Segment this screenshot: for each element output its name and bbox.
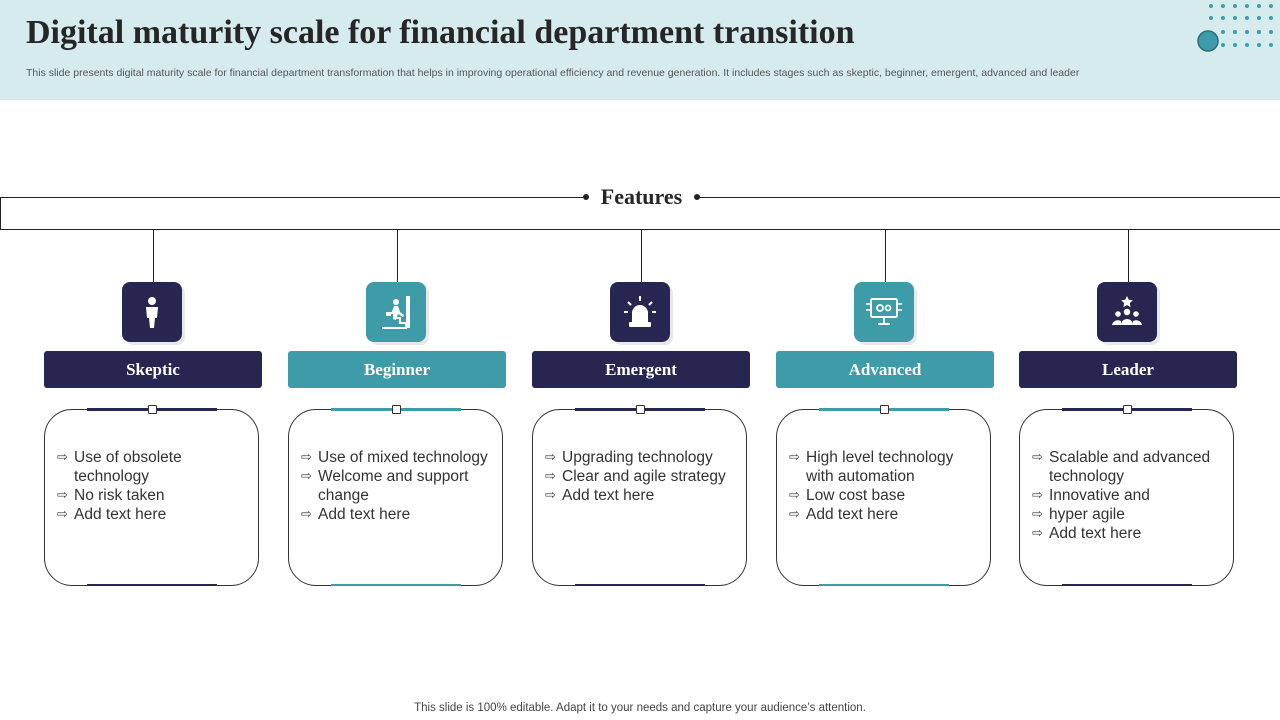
arrow-icon: ⇨ — [1032, 488, 1043, 503]
person-icon — [146, 297, 158, 328]
stage-card: ⇨Use of mixed technology ⇨Welcome and su… — [288, 405, 503, 586]
stage-leader: Leader ⇨Scalable and advanced technology… — [1019, 230, 1239, 590]
arrow-icon: ⇨ — [57, 450, 68, 465]
stage-icon-box — [122, 282, 182, 342]
card-knob — [1123, 405, 1132, 414]
stage-label: Advanced — [776, 351, 994, 388]
monitor-gears-icon — [866, 298, 902, 325]
stage-card: ⇨Use of obsolete technology ⇨No risk tak… — [44, 405, 259, 586]
arrow-icon: ⇨ — [789, 507, 800, 522]
arrow-icon: ⇨ — [545, 469, 556, 484]
arrow-icon: ⇨ — [545, 450, 556, 465]
stage-label: Beginner — [288, 351, 506, 388]
stage-label: Emergent — [532, 351, 750, 388]
features-label: Features — [600, 184, 683, 209]
features-dot-left — [583, 194, 589, 200]
list-item: ⇨Use of mixed technology — [301, 449, 488, 466]
arrow-icon: ⇨ — [1032, 526, 1043, 541]
list-item: ⇨Welcome and support change — [301, 468, 469, 504]
list-item: ⇨Upgrading technology — [545, 449, 713, 466]
connector-line — [885, 230, 886, 282]
list-item: ⇨Add text here — [1032, 525, 1142, 542]
alarm-light-icon — [624, 296, 656, 327]
feature-list: ⇨Use of obsolete technology ⇨No risk tak… — [57, 448, 252, 524]
list-item: ⇨hyper agile — [1032, 506, 1125, 523]
stage-icon-box — [366, 282, 426, 342]
card-knob — [636, 405, 645, 414]
arrow-icon: ⇨ — [301, 469, 312, 484]
list-item: ⇨Innovative and — [1032, 487, 1150, 504]
card-knob — [392, 405, 401, 414]
list-item: ⇨High level technology with automation — [789, 449, 954, 485]
feature-list: ⇨Use of mixed technology ⇨Welcome and su… — [301, 448, 496, 524]
stage-card: ⇨Scalable and advanced technology ⇨Innov… — [1019, 405, 1234, 586]
stage-card: ⇨Upgrading technology ⇨Clear and agile s… — [532, 405, 747, 586]
features-line-right — [697, 197, 1280, 198]
page-title: Digital maturity scale for financial dep… — [26, 14, 855, 51]
list-item: ⇨Use of obsolete technology — [57, 449, 182, 485]
features-frame — [0, 197, 1280, 230]
arrow-icon: ⇨ — [1032, 507, 1043, 522]
arrow-icon: ⇨ — [57, 488, 68, 503]
card-accent-bottom — [575, 584, 705, 586]
dot-pattern-decoration — [1197, 4, 1273, 52]
list-item: ⇨Scalable and advanced technology — [1032, 449, 1211, 485]
header-band — [0, 0, 1280, 100]
list-item: ⇨No risk taken — [57, 487, 165, 504]
card-accent-bottom — [819, 584, 949, 586]
stage-card: ⇨High level technology with automation ⇨… — [776, 405, 991, 586]
stage-beginner: Beginner ⇨Use of mixed technology ⇨Welco… — [288, 230, 508, 590]
feature-list: ⇨Upgrading technology ⇨Clear and agile s… — [545, 448, 740, 505]
arrow-icon: ⇨ — [545, 488, 556, 503]
climbing-stairs-icon — [382, 296, 410, 329]
card-knob — [148, 405, 157, 414]
stage-label: Leader — [1019, 351, 1237, 388]
features-line-left — [0, 197, 586, 198]
footer-note: This slide is 100% editable. Adapt it to… — [414, 702, 866, 714]
list-item: ⇨Clear and agile strategy — [545, 468, 726, 485]
arrow-icon: ⇨ — [57, 507, 68, 522]
connector-line — [153, 230, 154, 282]
connector-line — [397, 230, 398, 282]
arrow-icon: ⇨ — [1032, 450, 1043, 465]
stage-emergent: Emergent ⇨Upgrading technology ⇨Clear an… — [532, 230, 752, 590]
feature-list: ⇨Scalable and advanced technology ⇨Innov… — [1032, 448, 1227, 543]
feature-list: ⇨High level technology with automation ⇨… — [789, 448, 984, 524]
list-item: ⇨Low cost base — [789, 487, 906, 504]
stage-icon-box — [1097, 282, 1157, 342]
list-item: ⇨Add text here — [789, 506, 899, 523]
stage-label: Skeptic — [44, 351, 262, 388]
arrow-icon: ⇨ — [789, 450, 800, 465]
arrow-icon: ⇨ — [789, 488, 800, 503]
arrow-icon: ⇨ — [301, 450, 312, 465]
card-accent-bottom — [331, 584, 461, 586]
stage-skeptic: Skeptic ⇨Use of obsolete technology ⇨No … — [44, 230, 264, 590]
card-accent-bottom — [87, 584, 217, 586]
stage-icon-box — [854, 282, 914, 342]
arrow-icon: ⇨ — [301, 507, 312, 522]
card-accent-bottom — [1062, 584, 1192, 586]
features-dot-right — [694, 194, 700, 200]
list-item: ⇨Add text here — [57, 506, 167, 523]
list-item: ⇨Add text here — [545, 487, 655, 504]
page-subtitle: This slide presents digital maturity sca… — [26, 67, 1080, 79]
stage-icon-box — [610, 282, 670, 342]
stage-advanced: Advanced ⇨High level technology with aut… — [776, 230, 996, 590]
card-knob — [880, 405, 889, 414]
team-star-icon — [1112, 296, 1142, 325]
connector-line — [1128, 230, 1129, 282]
list-item: ⇨Add text here — [301, 506, 411, 523]
connector-line — [641, 230, 642, 282]
